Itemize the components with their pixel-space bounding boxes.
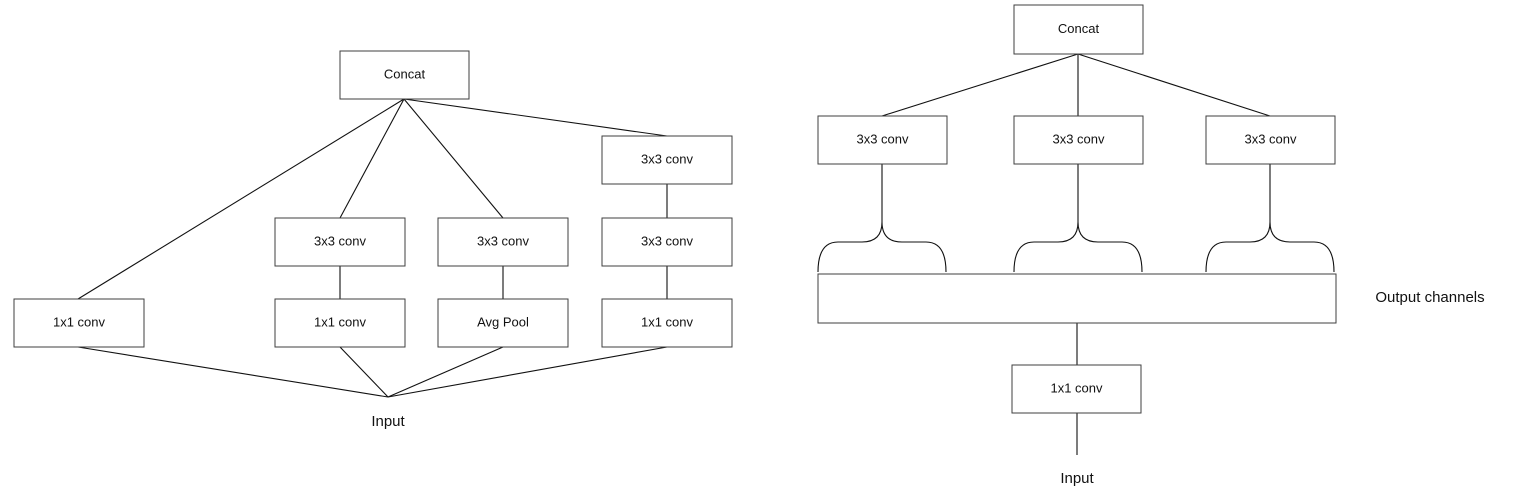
edge-concat-b3 — [403, 98, 504, 219]
edge-concat-1x1 — [77, 98, 405, 300]
left-branch4-conv1x1-label: 1x1 conv — [641, 314, 694, 329]
edge-concat-b4 — [403, 98, 668, 137]
right-conv3x3-node-a: 3x3 conv — [817, 115, 948, 165]
left-branch4-conv3x3-mid-node: 3x3 conv — [601, 217, 733, 267]
left-branch4-conv3x3-top-node: 3x3 conv — [601, 135, 733, 185]
left-branch1-conv1x1-label: 1x1 conv — [53, 314, 106, 329]
edge-concat-conv-c — [1077, 53, 1271, 117]
right-conv3x3-label-c: 3x3 conv — [1244, 131, 1297, 146]
left-branch1-conv1x1-node: 1x1 conv — [13, 298, 145, 348]
right-conv3x3-label-b: 3x3 conv — [1052, 131, 1105, 146]
right-conv3x3-node-b: 3x3 conv — [1013, 115, 1144, 165]
left-inception-module: Concat 1x1 conv 3x3 conv 1x1 conv 3x3 co… — [13, 50, 733, 430]
edge-concat-conv-a — [881, 53, 1079, 117]
brace-b — [1013, 164, 1143, 273]
left-branch3-pool-node: Avg Pool — [437, 298, 569, 348]
left-input-label: Input — [371, 413, 405, 430]
left-concat-node: Concat — [339, 50, 470, 100]
right-input-label: Input — [1060, 470, 1094, 487]
right-edges — [881, 53, 1271, 455]
left-branch4-conv3x3-top-label: 3x3 conv — [641, 151, 694, 166]
edge-input-b2 — [339, 346, 389, 398]
edge-concat-b2 — [339, 98, 405, 219]
right-inception-module: Concat 3x3 conv 3x3 conv 3x3 conv Output… — [817, 4, 1485, 487]
output-channels-bar — [817, 273, 1337, 324]
left-branch2-conv1x1-node: 1x1 conv — [274, 298, 406, 348]
brace-c — [1205, 164, 1335, 273]
left-branch2-conv1x1-label: 1x1 conv — [314, 314, 367, 329]
brace-a — [817, 164, 947, 273]
left-branch3-pool-label: Avg Pool — [477, 314, 529, 329]
right-conv3x3-node-c: 3x3 conv — [1205, 115, 1336, 165]
left-concat-label: Concat — [384, 66, 426, 81]
left-branch4-conv3x3-mid-label: 3x3 conv — [641, 233, 694, 248]
left-branch2-conv3x3-node: 3x3 conv — [274, 217, 406, 267]
right-conv1x1-label: 1x1 conv — [1050, 380, 1103, 395]
edge-input-b1 — [77, 346, 389, 398]
edge-input-b3 — [387, 346, 504, 398]
output-channels-label: Output channels — [1375, 289, 1484, 306]
right-concat-node: Concat — [1013, 4, 1144, 55]
left-edges — [77, 98, 668, 398]
left-branch3-conv3x3-label: 3x3 conv — [477, 233, 530, 248]
left-branch4-conv1x1-node: 1x1 conv — [601, 298, 733, 348]
left-branch3-conv3x3-node: 3x3 conv — [437, 217, 569, 267]
right-conv3x3-label-a: 3x3 conv — [856, 131, 909, 146]
left-branch2-conv3x3-label: 3x3 conv — [314, 233, 367, 248]
right-conv1x1-node: 1x1 conv — [1011, 364, 1142, 414]
right-braces — [817, 164, 1335, 273]
right-concat-label: Concat — [1058, 21, 1100, 36]
edge-input-b4 — [387, 346, 668, 398]
